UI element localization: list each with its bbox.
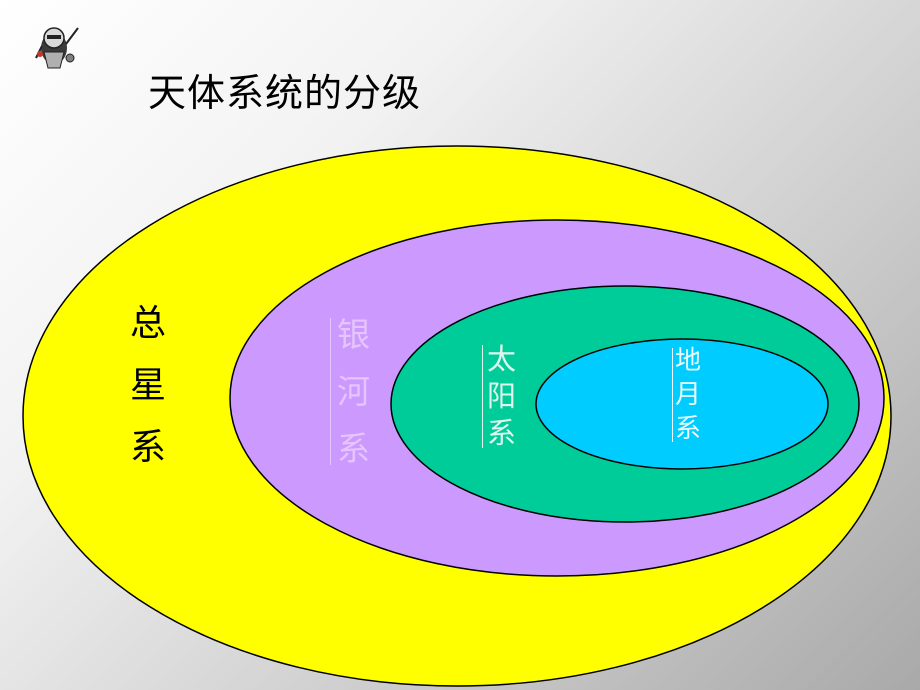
earth-moon-ellipse: [535, 338, 829, 470]
solar-system-label-char: 阳: [487, 379, 517, 413]
universe-label: 总 星 系: [130, 306, 166, 466]
earth-moon-label-char: 系: [675, 414, 702, 444]
solar-system-label: 太 阳 系: [482, 345, 516, 448]
galaxy-label-char: 系: [337, 429, 370, 468]
universe-label-char: 总: [130, 303, 167, 344]
solar-system-label-char: 太: [487, 342, 517, 376]
universe-label-char: 星: [130, 365, 167, 406]
galaxy-label-char: 银: [337, 315, 370, 354]
solar-system-label-char: 系: [487, 416, 517, 450]
earth-moon-label: 地 月 系: [672, 348, 701, 442]
earth-moon-label-char: 月: [675, 380, 702, 410]
knight-mascot-icon: [35, 27, 79, 69]
slide-title: 天体系统的分级: [148, 71, 422, 115]
universe-label-char: 系: [130, 427, 167, 468]
galaxy-label-char: 河: [337, 372, 370, 411]
galaxy-label: 银 河 系: [330, 318, 370, 465]
earth-moon-label-char: 地: [675, 346, 702, 376]
